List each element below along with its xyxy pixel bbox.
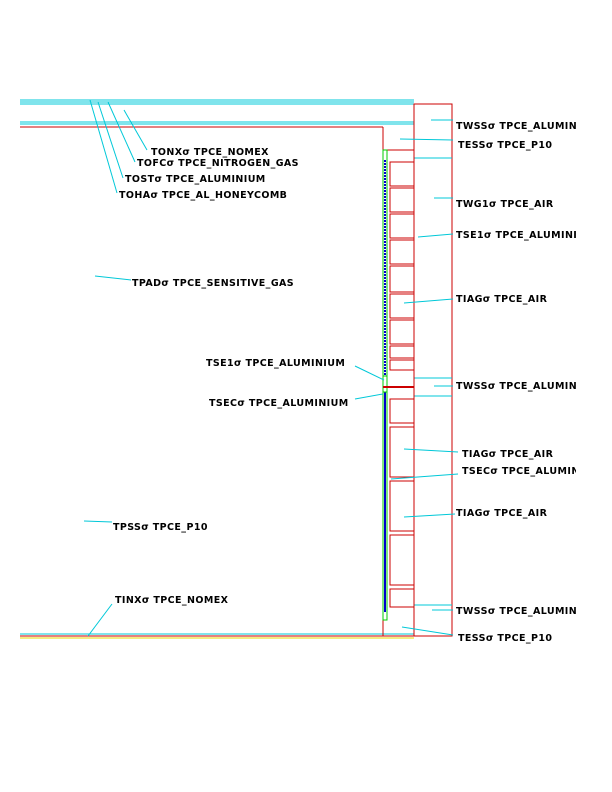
- label-tonx: TONXσ TPCE_NOMEX: [151, 147, 269, 158]
- label-twg1: TWG1σ TPCE_AIR: [456, 199, 554, 210]
- label-tiag-1: TIAGσ TPCE_AIR: [456, 294, 548, 305]
- chamber-boxes: [389, 161, 415, 608]
- label-tsec-left: TSECσ TPCE_ALUMINIUM: [209, 398, 349, 409]
- label-tsec-right: TSECσ TPCE_ALUMINIUM: [462, 466, 602, 477]
- label-twss-mid: TWSSσ TPCE_ALUMINIUM: [456, 381, 599, 392]
- label-tpad: TPADσ TPCE_SENSITIVE_GAS: [132, 278, 294, 289]
- label-toha: TOHAσ TPCE_AL_HONEYCOMB: [119, 190, 287, 201]
- drawing: TONXσ TPCE_NOMEX TOFCσ TPCE_NITROGEN_GAS…: [20, 99, 602, 644]
- top-wall-outline: [20, 126, 384, 150]
- label-tofc: TOFCσ TPCE_NITROGEN_GAS: [137, 158, 299, 169]
- label-tost: TOSTσ TPCE_ALUMINIUM: [125, 174, 266, 185]
- label-tiag-3: TIAGσ TPCE_AIR: [456, 508, 548, 519]
- label-tse1-right: TSE1σ TPCE_ALUMINIUM: [456, 230, 595, 241]
- label-tse1-left: TSE1σ TPCE_ALUMINIUM: [206, 358, 345, 369]
- label-twss-top: TWSSσ TPCE_ALUMINIUM: [456, 121, 599, 132]
- labels: TONXσ TPCE_NOMEX TOFCσ TPCE_NITROGEN_GAS…: [113, 121, 602, 644]
- leader-lines: [83, 99, 459, 637]
- label-twss-bot: TWSSσ TPCE_ALUMINIUM: [456, 606, 599, 617]
- label-tiag-2: TIAGσ TPCE_AIR: [462, 449, 554, 460]
- label-tess-top: TESSσ TPCE_P10: [458, 140, 552, 151]
- field-cage-strip: [382, 149, 414, 621]
- bottom-wall: [20, 633, 414, 639]
- top-wall-layers: [20, 99, 414, 125]
- label-tinx: TINXσ TPCE_NOMEX: [115, 595, 229, 606]
- label-tess-bot: TESSσ TPCE_P10: [458, 633, 552, 644]
- label-tpss: TPSSσ TPCE_P10: [113, 522, 208, 533]
